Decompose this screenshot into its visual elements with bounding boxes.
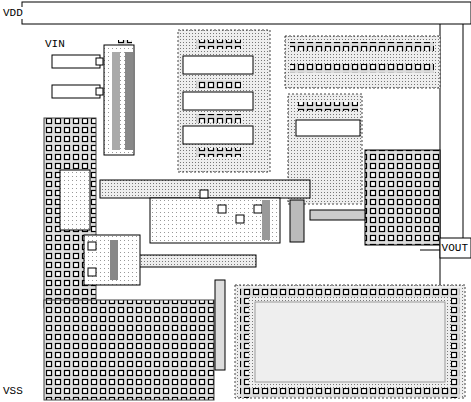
diff-pair [104, 45, 134, 155]
signal-label: VOUT [441, 242, 469, 254]
transistor-region [178, 30, 270, 172]
contact-row [298, 102, 358, 111]
input-pad [52, 55, 100, 68]
current-mirror [150, 198, 280, 243]
gate [183, 56, 253, 74]
signal-label: VIN [44, 38, 66, 50]
contact-row [196, 114, 241, 123]
contact-row [290, 64, 434, 73]
pmos-region [285, 36, 440, 88]
contact-row [290, 42, 434, 51]
metal-wire [310, 210, 365, 220]
contact-row [196, 80, 241, 89]
input-pad [52, 85, 100, 98]
gate [183, 126, 253, 144]
well [60, 170, 90, 230]
metal-wire [100, 180, 310, 198]
compensation-capacitor [235, 285, 465, 398]
substrate-contacts [44, 300, 214, 400]
output-pad [440, 238, 471, 258]
poly [125, 52, 133, 150]
bias-transistor [84, 235, 140, 285]
metal-wire [215, 280, 225, 370]
gate [296, 120, 360, 136]
poly [112, 52, 120, 150]
gate [183, 92, 253, 110]
supply-label: VSS [2, 385, 24, 397]
vdd-rail [22, 2, 471, 24]
contact-row [196, 148, 241, 157]
supply-label: VDD [2, 7, 24, 19]
contact-row [196, 40, 241, 49]
metal-wire [463, 24, 464, 238]
capacitor-grid [365, 150, 440, 245]
